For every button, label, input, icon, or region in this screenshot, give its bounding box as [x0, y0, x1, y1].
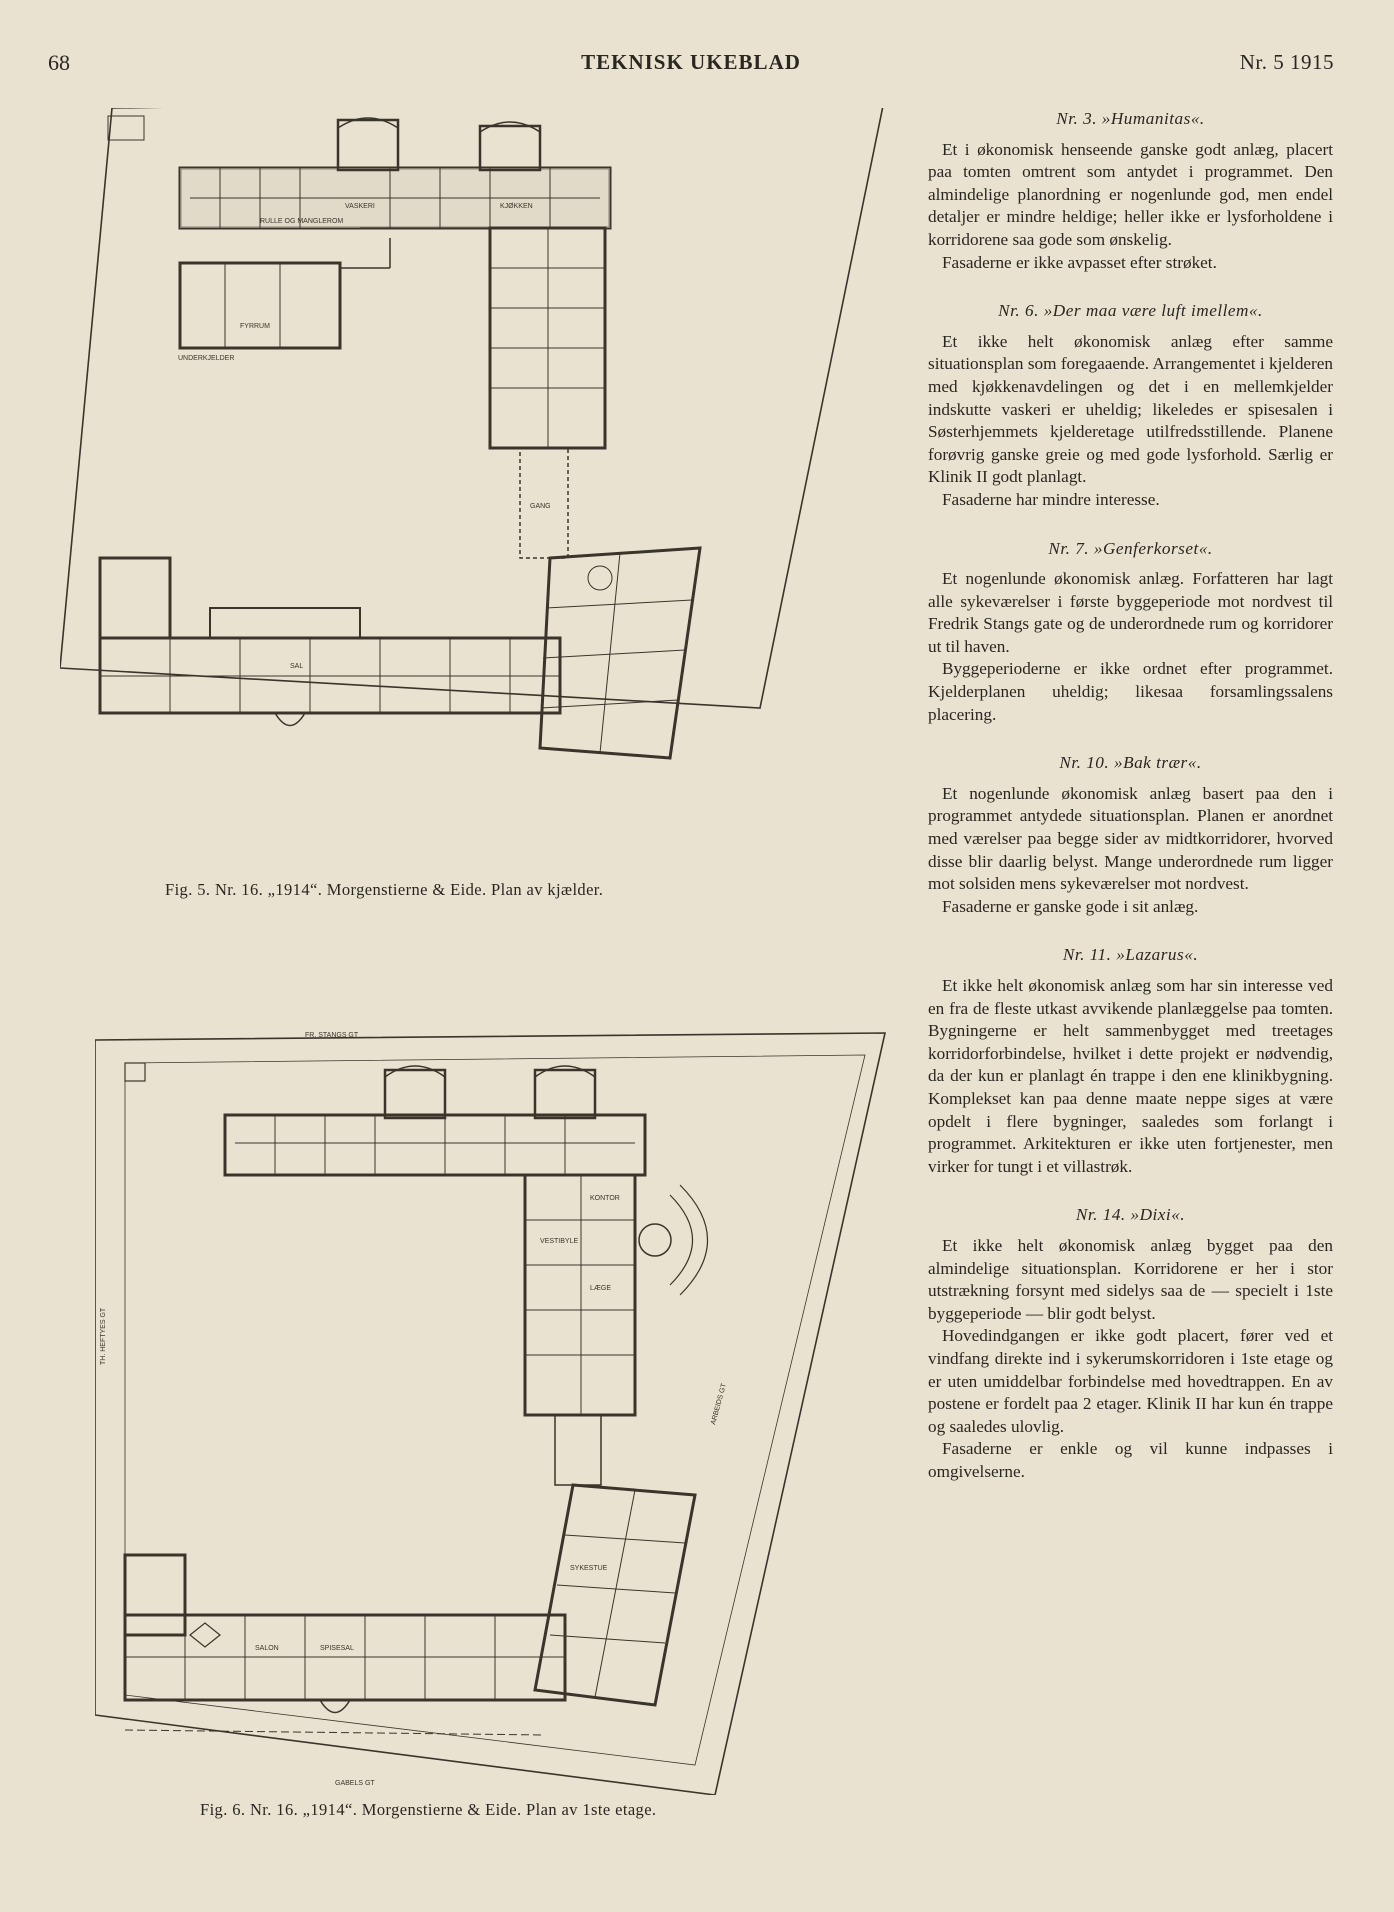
- section-nr-7: Nr. 7. »Genferkorset«. Et nogenlunde øko…: [928, 538, 1333, 727]
- issue-label: Nr. 5 1915: [1239, 50, 1334, 74]
- paragraph: Fasaderne er enkle og vil kunne indpasse…: [928, 1439, 1333, 1481]
- label-spisesal: SPISESAL: [320, 1645, 354, 1652]
- label-underkjelder: UNDERKJELDER: [178, 355, 234, 362]
- label-kontor: KONTOR: [590, 1195, 620, 1202]
- label-left-street: TH. HEFTYES GT: [100, 1307, 107, 1365]
- label-rulle: RULLE OG MANGLEROM: [260, 218, 343, 225]
- paragraph: Et nogenlunde økonomisk anlæg basert paa…: [928, 783, 1333, 894]
- paragraph: Et i økonomisk henseende ganske godt anl…: [928, 139, 1333, 249]
- section-nr-3: Nr. 3. »Humanitas«. Et i økonomisk hense…: [928, 108, 1333, 274]
- section-title: Nr. 11. »Lazarus«.: [1062, 945, 1199, 965]
- section-nr-6: Nr. 6. »Der maa være luft imellem«. Et i…: [928, 300, 1333, 511]
- section-nr-11: Nr. 11. »Lazarus«. Et ikke helt økonomis…: [928, 944, 1333, 1178]
- page-header: 68 TEKNISK UKEBLAD Nr. 5 1915: [48, 50, 1334, 80]
- paragraph: Hovedindgangen er ikke godt placert, før…: [928, 1326, 1333, 1436]
- section-title: Nr. 10. »Bak trær«.: [1059, 753, 1202, 773]
- label-salon: SALON: [255, 1645, 279, 1652]
- figure-5-basement-plan: KJØKKEN VASKERI RULLE OG MANGLEROM SAL F…: [60, 108, 896, 863]
- label-laege: LÆGE: [590, 1285, 611, 1292]
- section-title: Nr. 6. »Der maa være luft imellem«.: [998, 301, 1263, 321]
- section-title: Nr. 14. »Dixi«.: [1075, 1205, 1186, 1225]
- paragraph: Et ikke helt økonomisk anlæg som har sin…: [928, 976, 1333, 1176]
- label-sal: SAL: [290, 663, 303, 670]
- paragraph: Fasaderne er ikke avpasset efter strøket…: [942, 252, 1217, 272]
- label-kjokken: KJØKKEN: [500, 203, 533, 210]
- paragraph: Byggeperioderne er ikke ordnet efter pro…: [928, 659, 1333, 724]
- label-top-street: FR. STANGS GT: [305, 1032, 359, 1039]
- section-nr-14: Nr. 14. »Dixi«. Et ikke helt økonomisk a…: [928, 1204, 1333, 1483]
- label-gang: GANG: [530, 503, 551, 510]
- figure-5-caption: Fig. 5. Nr. 16. „1914“. Morgenstierne & …: [165, 880, 604, 899]
- text-column: Nr. 3. »Humanitas«. Et i økonomisk hense…: [928, 108, 1333, 1509]
- journal-title: TEKNISK UKEBLAD: [581, 50, 801, 74]
- section-title: Nr. 7. »Genferkorset«.: [1048, 538, 1213, 558]
- floor-plan-drawing: FR. STANGS GT GABELS GT TH. HEFTYES GT A…: [95, 1032, 887, 1795]
- section-title: Nr. 3. »Humanitas«.: [1056, 109, 1205, 128]
- figure-6-first-floor-plan: FR. STANGS GT GABELS GT TH. HEFTYES GT A…: [95, 1025, 895, 1795]
- paragraph: Fasaderne har mindre interesse.: [942, 489, 1160, 509]
- label-fyrrum: FYRRUM: [240, 323, 270, 330]
- paragraph: Et ikke helt økonomisk anlæg efter samme…: [928, 331, 1333, 487]
- label-bottom-street: GABELS GT: [335, 1780, 375, 1787]
- label-right-street: ARBEIDS GT: [710, 1382, 728, 1425]
- paragraph: Et ikke helt økonomisk anlæg bygget paa …: [928, 1235, 1333, 1323]
- paragraph: Et nogenlunde økonomisk anlæg. Forfatter…: [928, 569, 1333, 656]
- paragraph: Fasaderne er ganske gode i sit anlæg.: [942, 896, 1199, 916]
- page-number: 68: [48, 50, 70, 75]
- label-vestibyle: VESTIBYLE: [540, 1238, 578, 1245]
- label-sykestue: SYKESTUE: [570, 1565, 608, 1572]
- figure-6-caption: Fig. 6. Nr. 16. „1914“. Morgenstierne & …: [200, 1800, 657, 1819]
- label-vaskeri: VASKERI: [345, 203, 375, 210]
- floor-plan-drawing: KJØKKEN VASKERI RULLE OG MANGLEROM SAL F…: [60, 108, 884, 760]
- section-nr-10: Nr. 10. »Bak trær«. Et nogenlunde økonom…: [928, 752, 1333, 918]
